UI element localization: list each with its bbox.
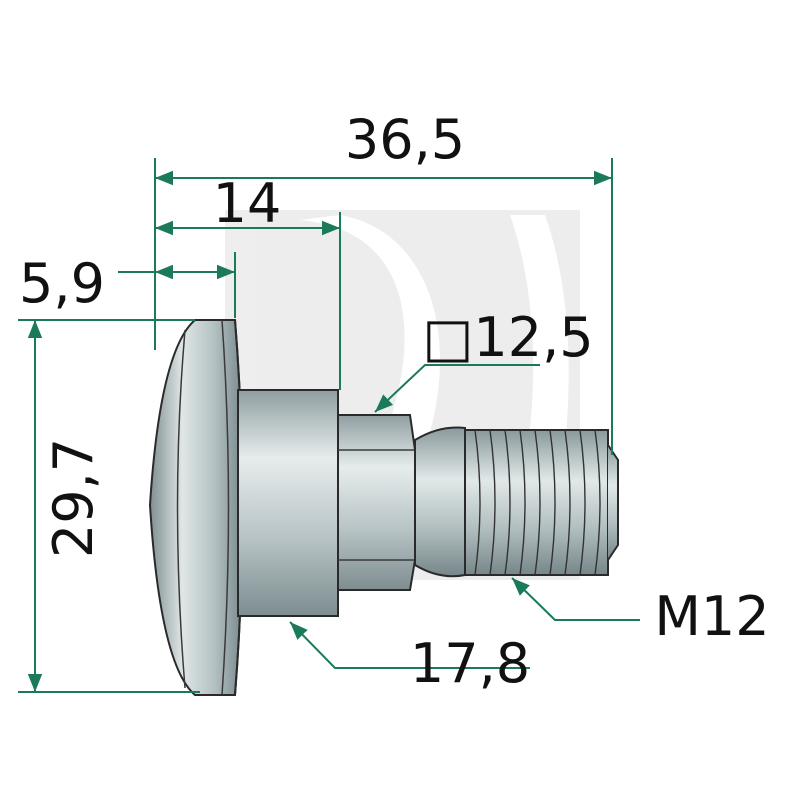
bolt-shoulder bbox=[237, 389, 339, 617]
label-head-diameter: 29,7 bbox=[42, 438, 105, 558]
dimension-labels: 36,5 14 5,9 29,7 □12,5 17,8 M12 bbox=[19, 108, 770, 695]
dimension-lines bbox=[18, 158, 640, 693]
label-thread: M12 bbox=[654, 585, 769, 648]
bolt-square-neck bbox=[337, 414, 416, 591]
label-head-thickness: 5,9 bbox=[19, 252, 105, 315]
label-shoulder-length: 14 bbox=[213, 172, 282, 235]
label-total-length: 36,5 bbox=[345, 108, 465, 171]
bolt-head bbox=[148, 319, 244, 696]
bolt-thread bbox=[464, 429, 619, 576]
label-shoulder-diameter: 17,8 bbox=[410, 632, 530, 695]
label-square-size: □12,5 bbox=[422, 306, 593, 369]
bolt-neck bbox=[414, 426, 466, 578]
